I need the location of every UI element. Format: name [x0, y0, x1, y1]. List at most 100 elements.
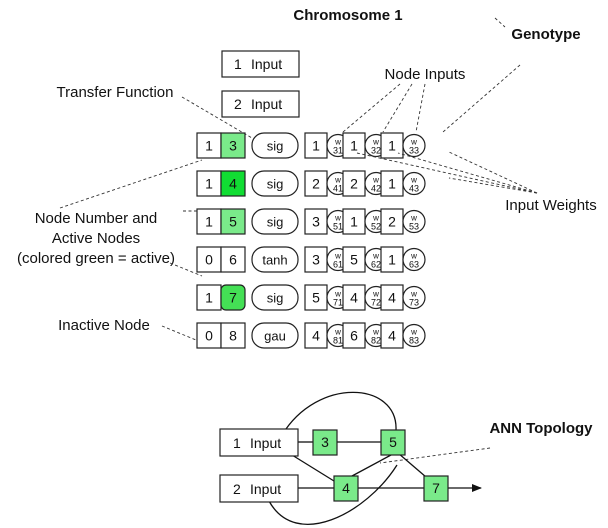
weight-symbol: w — [372, 138, 379, 147]
edge-node4-to-node3-arc — [268, 464, 398, 525]
node-input: 4 — [312, 328, 320, 344]
weight-symbol: w — [410, 328, 417, 337]
node-input: 1 — [388, 252, 396, 268]
node-input: 1 — [350, 214, 358, 230]
input-weight: 82 — [371, 336, 381, 346]
ann-input-2-num: 2 — [233, 481, 241, 497]
chromosome-input-1: 1 Input — [221, 50, 300, 78]
edge-input1-to-node5-arc — [281, 391, 397, 436]
ann-node-5: 5 — [380, 429, 406, 456]
weight-symbol: w — [410, 252, 417, 261]
ann-node-7-label: 7 — [432, 480, 440, 496]
node-input: 2 — [312, 176, 320, 192]
node-number-box — [220, 284, 246, 311]
active-flag-box — [196, 132, 222, 159]
input-weight: 83 — [409, 336, 419, 346]
active-flag: 0 — [205, 328, 213, 344]
node-input: 3 — [312, 252, 320, 268]
node-input: 3 — [312, 214, 320, 230]
chromosome-input-2-num: 2 — [234, 96, 242, 112]
node-number-label-line3: (colored green = active) — [17, 250, 175, 267]
active-flag-box — [196, 208, 222, 235]
weight-symbol: w — [372, 214, 379, 223]
node-input: 4 — [388, 290, 396, 306]
node-number-label-line2: Active Nodes — [52, 230, 140, 247]
node-number-box — [220, 132, 246, 159]
chromosome-input-2-text: Input — [251, 96, 282, 112]
node-input: 4 — [388, 328, 396, 344]
input-weight: 81 — [333, 336, 343, 346]
transfer-function-pill — [251, 132, 299, 159]
input-weight: 71 — [333, 298, 343, 308]
active-flag: 0 — [205, 252, 213, 268]
transfer-function: sig — [267, 215, 284, 230]
ann-input-2: 2 Input — [219, 474, 299, 503]
input-weight: 43 — [409, 184, 419, 194]
weight-symbol: w — [334, 290, 341, 299]
weight-symbol: w — [372, 176, 379, 185]
input-weights-label: Input Weights — [505, 197, 596, 214]
weight-symbol: w — [410, 176, 417, 185]
transfer-function-pill — [251, 170, 299, 197]
input-weight: 41 — [333, 184, 343, 194]
ann-input-1-num: 1 — [233, 435, 241, 451]
ann-input-1-text: Input — [250, 435, 281, 451]
chromosome-input-2: 2 Input — [221, 90, 300, 118]
weight-symbol: w — [372, 328, 379, 337]
input-weight: 31 — [333, 146, 343, 156]
transfer-function: sig — [267, 291, 284, 306]
transfer-function: sig — [267, 177, 284, 192]
transfer-function-pill — [251, 322, 299, 349]
input-weight: 32 — [371, 146, 381, 156]
transfer-function: gau — [264, 329, 286, 344]
transfer-function-label: Transfer Function — [57, 84, 174, 101]
input-weight: 51 — [333, 222, 343, 232]
ann-node-3: 3 — [312, 429, 338, 456]
weight-symbol: w — [410, 290, 417, 299]
node-number: 6 — [229, 252, 237, 268]
weight-symbol: w — [410, 214, 417, 223]
node-input: 5 — [312, 290, 320, 306]
node-input: 6 — [350, 328, 358, 344]
ann-node-7: 7 — [423, 475, 449, 502]
weight-symbol: w — [410, 138, 417, 147]
active-flag-box — [196, 322, 222, 349]
weight-symbol: w — [334, 138, 341, 147]
ann-node-5-label: 5 — [389, 434, 397, 450]
node-input: 2 — [350, 176, 358, 192]
ann-input-1: 1 Input — [219, 428, 299, 457]
input-weight: 52 — [371, 222, 381, 232]
input-weight: 33 — [409, 146, 419, 156]
transfer-function-pill — [251, 246, 299, 273]
input-weight: 61 — [333, 260, 343, 270]
chromosome-input-1-num: 1 — [234, 56, 242, 72]
input-weight-circle — [402, 133, 426, 158]
active-flag: 1 — [205, 214, 213, 230]
weight-symbol: w — [334, 328, 341, 337]
input-weight: 62 — [371, 260, 381, 270]
node-input: 2 — [388, 214, 396, 230]
ann-node-4-label: 4 — [342, 480, 350, 496]
transfer-function-pill — [251, 284, 299, 311]
active-flag: 1 — [205, 138, 213, 154]
input-weight: 42 — [371, 184, 381, 194]
weight-symbol: w — [372, 252, 379, 261]
input-weight-circle — [402, 285, 426, 310]
input-weight: 72 — [371, 298, 381, 308]
active-flag: 1 — [205, 290, 213, 306]
genotype-label: Genotype — [511, 26, 580, 43]
input-weight: 63 — [409, 260, 419, 270]
input-weight: 53 — [409, 222, 419, 232]
active-flag: 1 — [205, 176, 213, 192]
edge-input1-to-node4 — [291, 454, 335, 482]
transfer-function: tanh — [262, 253, 287, 268]
ann-topology: 1 Input 2 Input 3 5 4 7 — [219, 391, 482, 525]
weight-symbol: w — [372, 290, 379, 299]
input-weight-circle — [402, 323, 426, 348]
node-input: 1 — [312, 138, 320, 154]
node-input: 1 — [388, 138, 396, 154]
node-input: 1 — [388, 176, 396, 192]
